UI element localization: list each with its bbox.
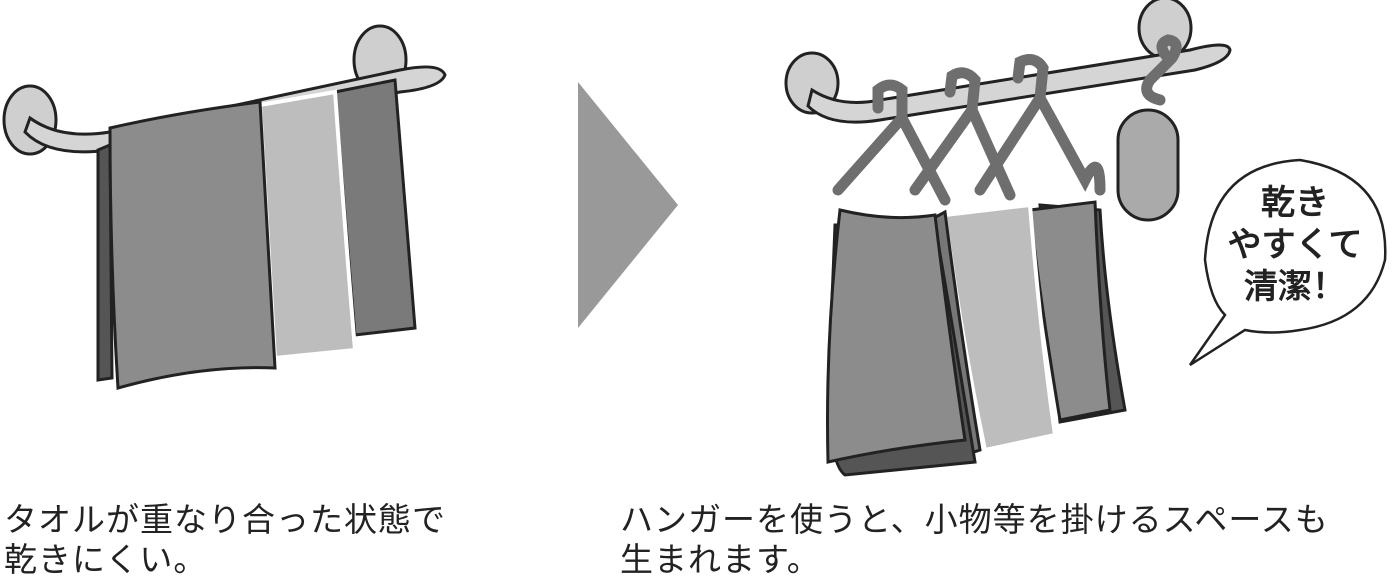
left-caption-line-1: タオルが重なり合った状態で — [4, 500, 446, 539]
bubble-line-3: 清潔！ — [1244, 267, 1346, 307]
speech-bubble-text: 乾き やすくて 清潔！ — [1215, 182, 1375, 308]
right-caption: ハンガーを使うと、小物等を掛けるスペースも 生まれます。 — [620, 500, 1329, 580]
hanging-towels — [826, 200, 1127, 477]
bubble-line-1: 乾き — [1261, 183, 1329, 223]
hanger-icons — [832, 34, 1182, 206]
hanging-pouch — [1116, 108, 1180, 222]
stacked-towels — [96, 78, 417, 390]
bubble-line-2: やすくて — [1227, 225, 1363, 265]
speech-bubble — [1188, 158, 1387, 367]
right-caption-line-2: 生まれます。 — [620, 540, 821, 579]
left-caption-line-2: 乾きにくい。 — [4, 540, 208, 579]
right-caption-line-1: ハンガーを使うと、小物等を掛けるスペースも — [620, 500, 1329, 539]
arrow-icon — [578, 82, 678, 328]
left-caption: タオルが重なり合った状態で 乾きにくい。 — [4, 500, 446, 580]
